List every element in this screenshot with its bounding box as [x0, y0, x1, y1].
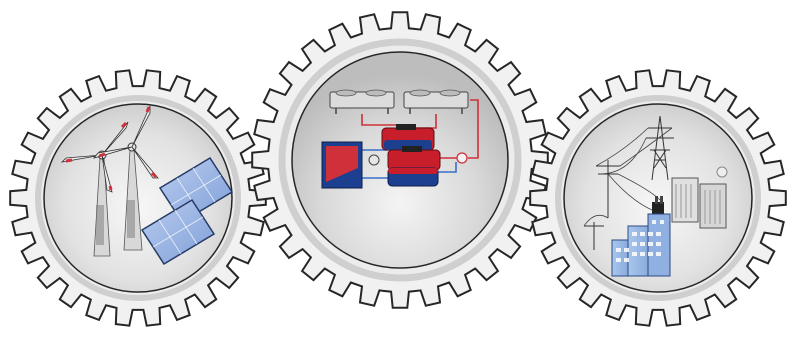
boiler-tank-icon: [322, 142, 362, 188]
valve-icon: [457, 153, 467, 163]
gear-grid: [530, 70, 786, 325]
pump-machine-icon: [388, 168, 438, 186]
gear-renewables: [10, 70, 266, 325]
valve-icon: [369, 155, 379, 165]
gear-plant: [252, 12, 548, 308]
pump-machine-icon: [388, 146, 440, 170]
